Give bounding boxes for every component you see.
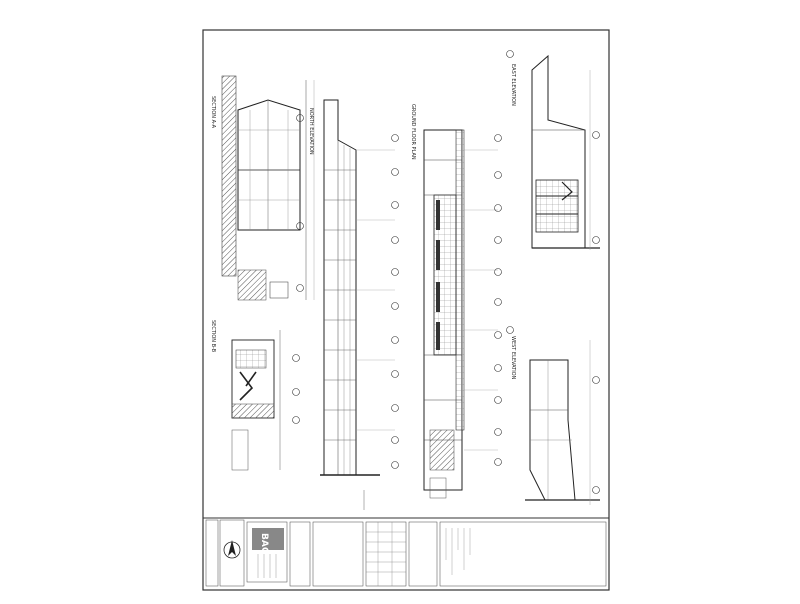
ground-floor-plan-title: GROUND FLOOR PLAN (410, 104, 416, 160)
company-logo-box (252, 528, 284, 550)
sheet-border (202, 29, 610, 591)
east-elevation-title: EAST ELEVATION (510, 64, 516, 106)
west-elevation-view: WEST ELEVATION (506, 326, 600, 505)
ground-floor-plan-view: GROUND FLOOR PLAN (410, 104, 502, 499)
west-elevation-title: WEST ELEVATION (510, 336, 516, 380)
east-elevation-view: EAST ELEVATION (506, 50, 600, 250)
north-elevation-title: NORTH ELEVATION (308, 108, 314, 155)
north-elevation-view: NORTH ELEVATION (308, 99, 399, 510)
section-b-title: SECTION B-B (210, 320, 216, 353)
north-arrow-icon (223, 540, 241, 559)
title-block: BAC (203, 517, 609, 587)
company-logo: BAC (259, 533, 269, 554)
section-a-ground-hatch (221, 75, 237, 277)
section-a-title: SECTION A-A (210, 96, 216, 129)
section-a-view: SECTION A-A (210, 75, 315, 301)
section-b-view: SECTION B-B (210, 320, 300, 471)
